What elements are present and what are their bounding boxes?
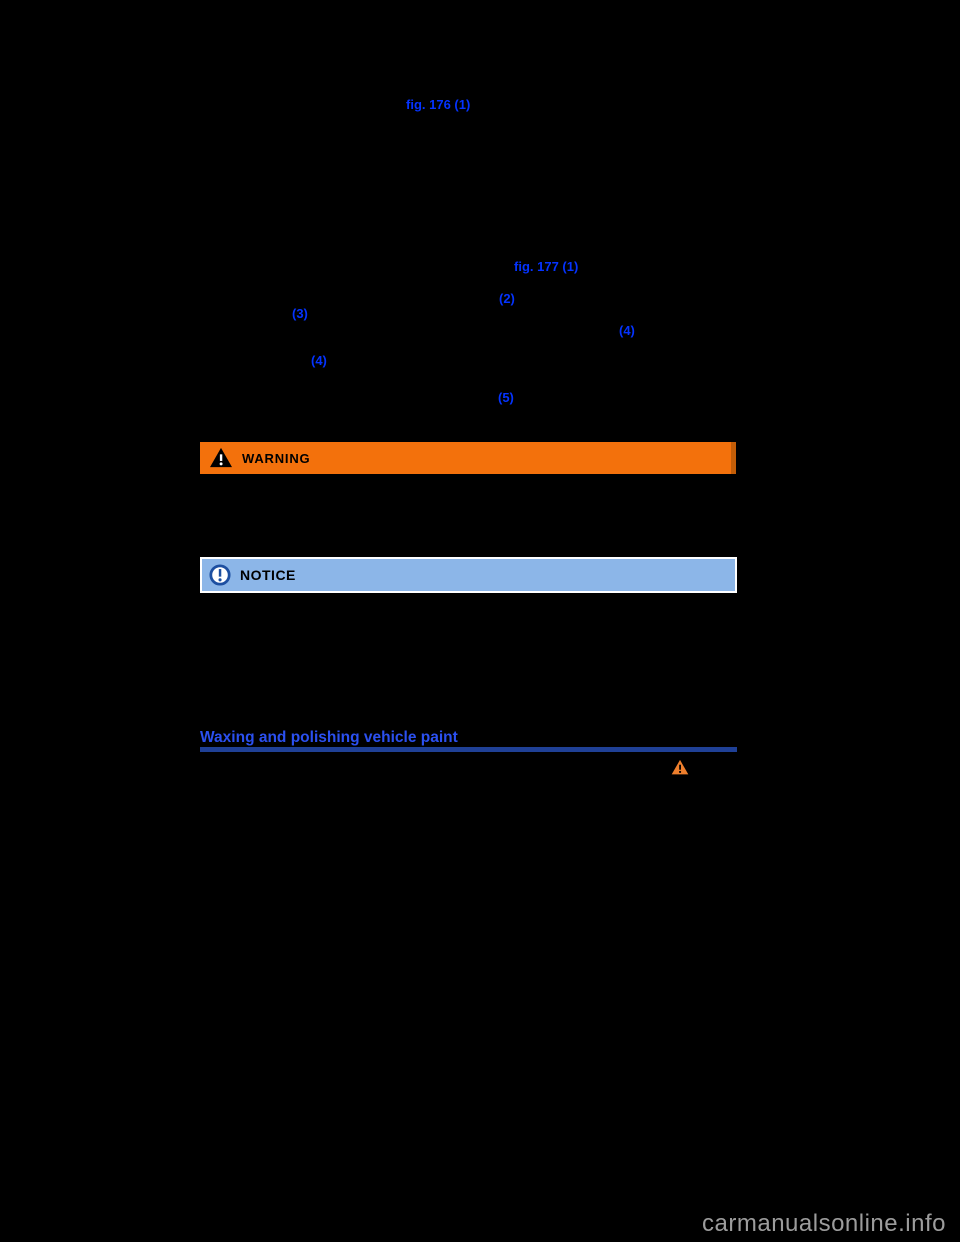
figure-link-177[interactable]: fig. 177 (1) [514,259,579,274]
circled-exclamation-icon [209,564,231,586]
callout-marker-1[interactable]: (2) [499,291,515,306]
inline-warning-triangle-icon [671,759,689,776]
warning-banner: WARNING [200,442,736,474]
figure-link-176[interactable]: fig. 176 (1) [406,97,471,112]
callout-marker-4[interactable]: (4) [311,353,327,368]
callout-marker-3[interactable]: (4) [619,323,635,338]
notice-banner: NOTICE [200,557,737,593]
watermark: carmanualsonline.info [702,1210,946,1237]
warning-triangle-icon [209,447,233,469]
callout-marker-5[interactable]: (5) [498,390,514,405]
heading-rule [200,747,737,752]
callout-marker-2[interactable]: (3) [292,306,308,321]
notice-banner-label: NOTICE [240,567,296,583]
warning-banner-label: WARNING [242,450,311,466]
section-heading: Waxing and polishing vehicle paint [200,729,458,746]
